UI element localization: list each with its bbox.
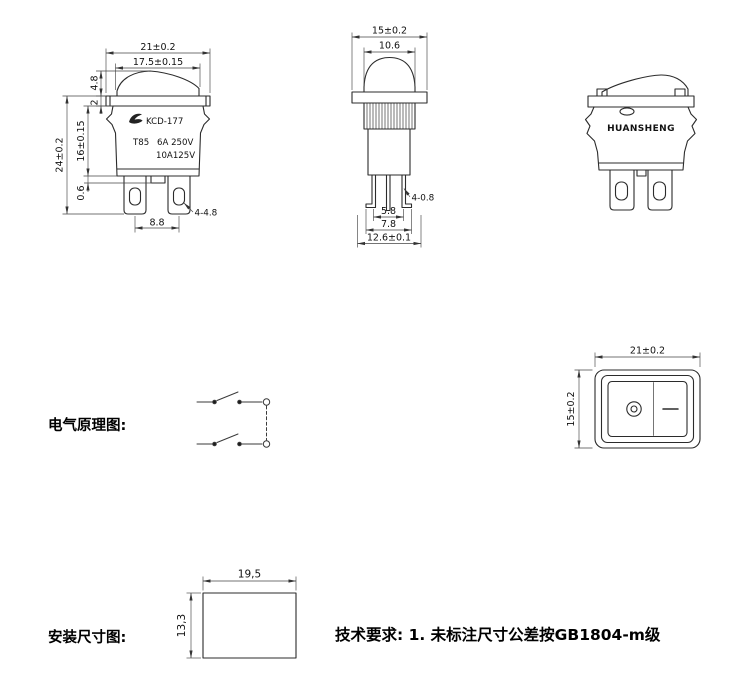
cutout-rectangle xyxy=(202,592,297,659)
dim-panel-width: 21±0.2 xyxy=(594,346,701,367)
front-view-dimensions: 21±0.2 17.5±0.15 4.8 2 xyxy=(55,42,218,233)
install-label: 安装尺寸图: xyxy=(48,628,126,646)
dim-text: 21±0.2 xyxy=(140,42,175,53)
dim-text: 4-4.8 xyxy=(195,209,218,219)
terminal-left-hole xyxy=(128,187,142,206)
install-section: 安装尺寸图: 19,5 13,3 xyxy=(48,569,297,659)
dim-text: 4.8 xyxy=(90,75,101,90)
dim-text: 17.5±0.15 xyxy=(133,57,183,68)
dim-text: 7.8 xyxy=(381,219,396,230)
terminal-right-hole xyxy=(652,181,667,201)
side-view-outline xyxy=(351,56,428,212)
pin-left xyxy=(365,174,377,209)
indicator-circle-icon xyxy=(626,401,642,417)
dim-text: 21±0.2 xyxy=(630,346,665,357)
dim-text: 2 xyxy=(90,99,101,105)
schematic-section: 电气原理图: xyxy=(48,391,271,448)
schematic-label: 电气原理图: xyxy=(48,416,126,434)
terminal-right-hole xyxy=(172,187,186,206)
switch-pole-2 xyxy=(196,433,271,448)
dim-side-flange-width: 15±0.2 xyxy=(351,26,428,90)
terminal-left-hole xyxy=(614,181,629,201)
side-view: 15±0.2 10.6 5.8 7.8 xyxy=(351,26,435,248)
front-view-outline xyxy=(105,70,211,215)
rear-view: HUANSHENG xyxy=(584,74,698,211)
dim-text: 19,5 xyxy=(238,569,261,581)
dim-side-body-width: 10.6 xyxy=(363,41,416,85)
side-view-dimensions: 15±0.2 10.6 5.8 7.8 xyxy=(351,26,435,248)
panel-view-outline xyxy=(594,369,701,449)
front-view-markings: KCD-177 T85 6A 250V 10A125V xyxy=(129,113,195,161)
dim-panel-height: 15±0.2 xyxy=(566,369,593,449)
terminal-right xyxy=(647,169,673,211)
side-view-hatch xyxy=(366,103,413,129)
dim-text: 12.6±0.1 xyxy=(367,233,411,244)
front-model-text: KCD-177 xyxy=(146,117,183,127)
dim-text: 15±0.2 xyxy=(566,391,577,426)
circuit-diagram xyxy=(196,391,271,448)
dim-install-height: 13,3 xyxy=(176,592,201,659)
terminal-left xyxy=(609,169,635,211)
dim-side-pin-thickness: 4-0.8 xyxy=(403,188,435,204)
panel-view-dimensions: 21±0.2 15±0.2 xyxy=(566,346,701,449)
terminal-left xyxy=(123,175,147,215)
front-rating2-text: 10A125V xyxy=(156,151,195,161)
dim-text: 24±0.2 xyxy=(55,137,66,172)
dim-text: 10.6 xyxy=(379,41,400,52)
dim-side-pin-pitch-outer: 7.8 xyxy=(365,209,412,234)
pin-right xyxy=(401,174,413,209)
dim-text: 13,3 xyxy=(176,614,188,637)
dim-text: 15±0.2 xyxy=(372,26,407,37)
dim-front-base-offset: 0.6 xyxy=(76,176,152,201)
dim-side-pin-pitch-inner: 5.8 xyxy=(373,206,404,221)
rear-brand-text: HUANSHENG xyxy=(607,124,675,134)
switch-pole-1 xyxy=(196,391,271,406)
rear-view-outline xyxy=(584,74,698,211)
panel-view: 21±0.2 15±0.2 xyxy=(566,346,701,449)
terminal-node xyxy=(262,398,271,406)
dim-front-terminal-holes: 4-4.8 xyxy=(183,202,218,219)
pilot-oval xyxy=(619,107,635,116)
dim-install-width: 19,5 xyxy=(202,569,297,591)
terminal-right xyxy=(167,175,191,215)
dim-text: 5.8 xyxy=(381,206,396,217)
indicator-circle-icon-inner xyxy=(630,405,638,413)
dim-text: 0.6 xyxy=(76,185,87,200)
tech-requirements-note: 技术要求: 1. 未标注尺寸公差按GB1804-m级 xyxy=(335,625,661,644)
brand-logo-icon xyxy=(129,113,143,124)
dim-front-total-height: 24±0.2 xyxy=(55,95,124,215)
front-rating-t-text: T85 xyxy=(132,138,149,148)
dim-text: 16±0.15 xyxy=(76,120,87,161)
dim-front-terminal-pitch: 8.8 xyxy=(134,216,180,233)
front-rating1-text: 6A 250V xyxy=(157,138,193,148)
pin-middle xyxy=(385,174,391,212)
dim-front-body-width: 17.5±0.15 xyxy=(115,57,201,90)
dim-front-flange-thickness: 2 xyxy=(90,96,106,114)
front-view: KCD-177 T85 6A 250V 10A125V 21±0.2 17.5±… xyxy=(55,42,218,233)
dim-side-base-width: 12.6±0.1 xyxy=(357,215,422,248)
dim-text: 4-0.8 xyxy=(412,194,435,204)
dim-front-rocker-height: 4.8 xyxy=(90,70,149,97)
dim-front-body-height: 16±0.15 xyxy=(76,105,117,177)
terminal-node xyxy=(262,440,271,448)
dim-text: 8.8 xyxy=(149,218,164,229)
